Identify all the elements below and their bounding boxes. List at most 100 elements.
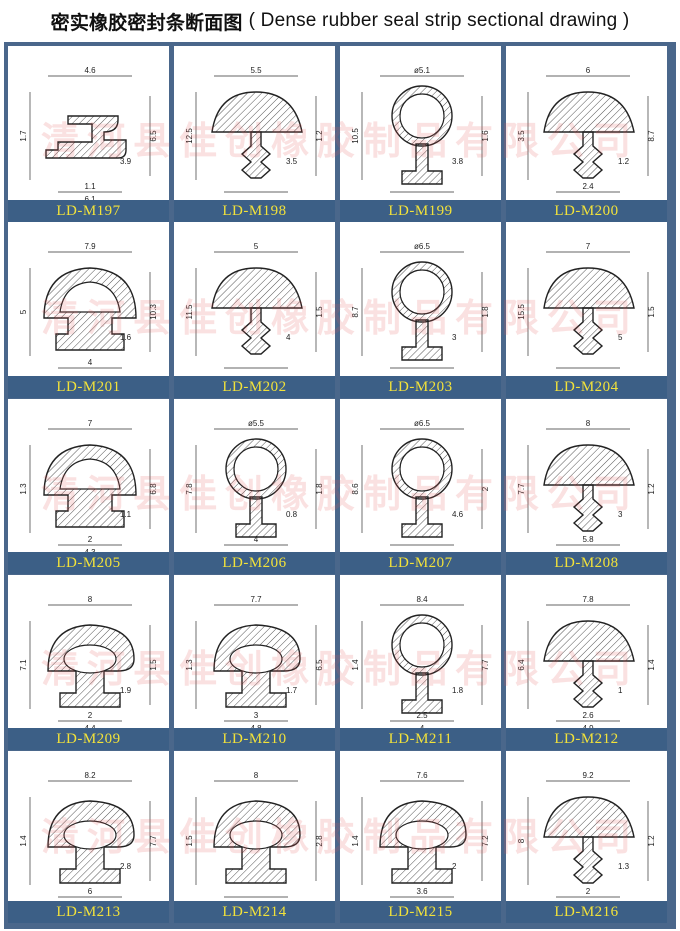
dimension-lines [527,428,649,546]
dimension-label: 1 [618,686,623,695]
dimension-label: 8.7 [351,306,360,318]
dimension-label: 2 [88,535,93,544]
dimension-label: 1.5 [185,835,194,847]
dimension-label: 0.8 [286,510,298,519]
dimension-label: 6 [586,66,591,75]
dimension-label: 7.7 [250,595,262,604]
seal-profile [543,796,635,884]
dimension-label: 6.4 [517,659,526,671]
dimension-label: 4.6 [452,510,464,519]
dimension-label: 4 [254,535,259,544]
seal-profile [211,267,303,355]
product-card: 71.36.81.124.3LD-M205 [8,399,169,574]
dimension-label: 6.8 [149,483,158,495]
title-chinese: 密实橡胶密封条断面图 [50,12,243,34]
dimension-label: 10.3 [149,304,158,320]
dimension-label: 3.6 [416,887,428,896]
dimension-lines [29,251,151,369]
dimension-label: 5 [254,242,259,251]
seal-profile [43,444,137,528]
dimension-label: 15.5 [517,304,526,320]
dimension-label: 5 [19,309,28,314]
dimension-lines [361,604,483,722]
dimension-label: 8 [88,595,93,604]
dimension-label: 4.6 [84,66,96,75]
dimension-label: 1.1 [84,182,96,191]
dimension-label: 1.4 [351,659,360,671]
product-code-label: LD-M215 [340,901,501,923]
seal-profile [391,261,453,361]
dimension-label: 1.8 [315,483,324,495]
dimension-label: 2.8 [315,835,324,847]
dimension-label: 7.7 [481,659,490,671]
dimension-label: 1.2 [618,157,630,166]
dimension-lines [195,604,317,722]
dimension-label: 3 [452,333,457,342]
dimension-label: 10.5 [351,128,360,144]
dimension-label: 4.4 [84,724,96,728]
dimension-label: 8 [517,838,526,843]
dimension-label: 8.7 [647,130,656,142]
dimension-label: 7.1 [19,659,28,671]
dimension-label: 1.2 [315,130,324,142]
product-code-label: LD-M200 [506,200,667,222]
product-code-label: LD-M205 [8,552,169,574]
dimension-label: 7.6 [416,771,428,780]
product-code-label: LD-M202 [174,376,335,398]
dimension-label: 3.5 [517,130,526,142]
product-code-label: LD-M206 [174,552,335,574]
seal-profile [47,624,135,708]
dimension-label: 1.8 [452,686,464,695]
dimension-label: 4.9 [582,724,594,728]
dimension-label: 2.6 [582,711,594,720]
dimension-label: 1.4 [647,659,656,671]
dimension-label: 1.1 [120,510,132,519]
dimension-label: 1.8 [481,306,490,318]
profile-drawing: 71.36.81.124.3 [8,399,169,552]
dimension-label: 1.9 [120,686,132,695]
dimension-label: 12.5 [185,128,194,144]
dimension-label: 1.2 [647,483,656,495]
profile-drawing: 87.11.51.924.4 [8,575,169,728]
dimension-label: 8.2 [84,771,96,780]
dimension-label: 7.7 [149,835,158,847]
dimension-lines [29,428,151,546]
product-code-label: LD-M216 [506,901,667,923]
dimension-label: 1.2 [647,835,656,847]
product-code-label: LD-M207 [340,552,501,574]
dimension-lines [29,604,151,722]
dimension-label: 6.5 [149,130,158,142]
dimension-label: 1.6 [481,130,490,142]
product-card: 87.11.51.924.4LD-M209 [8,575,169,750]
dimension-label: 3.8 [452,157,464,166]
product-code-label: LD-M197 [8,200,169,222]
seal-profile [391,85,453,185]
product-code-label: LD-M210 [174,728,335,750]
seal-profile [543,91,635,179]
seal-profile [45,115,127,159]
dimension-label: 2 [88,711,93,720]
product-code-label: LD-M209 [8,728,169,750]
dimension-label: 7 [586,242,591,251]
product-code-label: LD-M204 [506,376,667,398]
seal-profile [543,620,635,708]
dimension-label: 2.8 [120,862,132,871]
dimension-label: 6.5 [315,659,324,671]
dimension-label: 1.3 [185,659,194,671]
dimension-label: 2 [452,862,457,871]
product-code-label: LD-M211 [340,728,501,750]
product-code-label: LD-M208 [506,552,667,574]
dimension-label: 9.2 [582,771,594,780]
